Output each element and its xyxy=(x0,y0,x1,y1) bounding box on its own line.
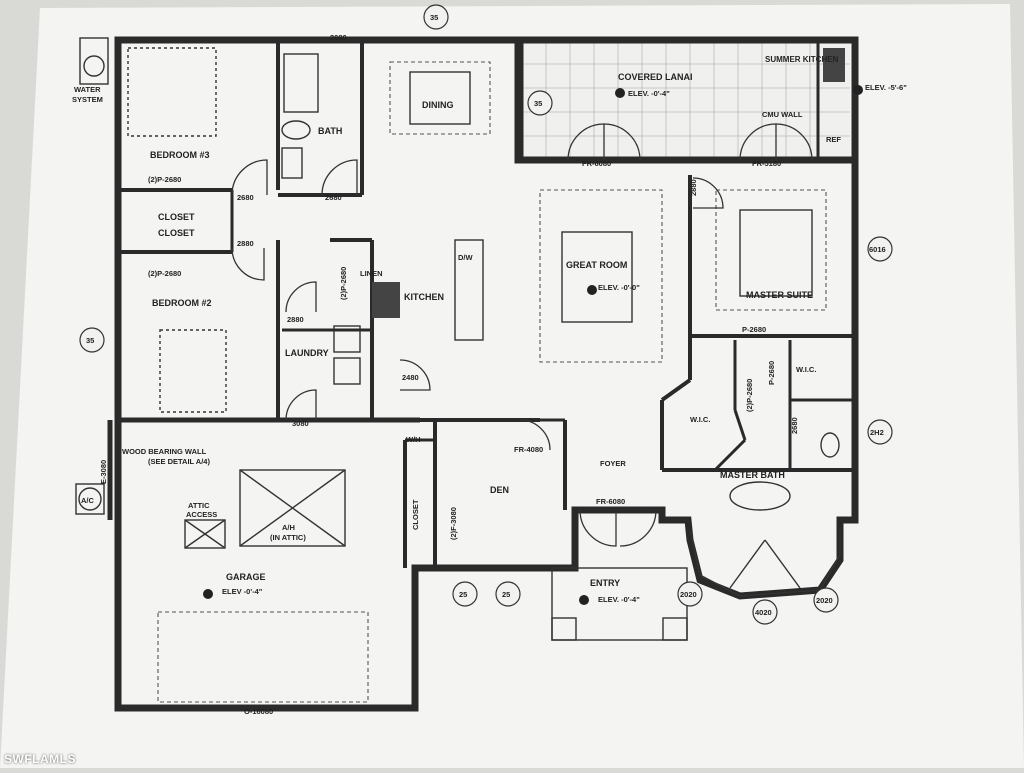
wic-left-label: W.I.C. xyxy=(690,415,710,424)
wic-right-label: W.I.C. xyxy=(796,365,816,374)
marker-4020: 4020 xyxy=(755,608,772,617)
foyer-label: FOYER xyxy=(600,459,626,468)
door-swings xyxy=(231,123,813,547)
bedroom3-label: BEDROOM #3 xyxy=(150,150,210,160)
ac-unit xyxy=(75,483,105,515)
garage-elevation: ELEV -0'-4" xyxy=(222,587,263,596)
garage-label: GARAGE xyxy=(226,572,266,582)
summer-kitchen-elevation: ELEV. -5'-6" xyxy=(865,83,907,92)
entry-elevation: ELEV. -0'-4" xyxy=(598,595,640,604)
elevation-symbols xyxy=(203,85,863,605)
bath-label: BATH xyxy=(318,126,342,136)
marker-left: 35 xyxy=(86,336,94,345)
door-bath: 2680 xyxy=(325,193,342,202)
den-closet-label: CLOSET xyxy=(411,499,420,530)
air-handler-attic-label: (IN ATTIC) xyxy=(270,533,306,542)
door-e3080: E-3080 xyxy=(99,460,108,484)
marker-35: 35 xyxy=(534,99,542,108)
marker-top: 35 xyxy=(430,13,438,22)
marker-25b: 25 xyxy=(502,590,510,599)
attic-access-label: ACCESS xyxy=(186,510,217,519)
door-bedroom3: 2680 xyxy=(237,193,254,202)
water-system-label-2: SYSTEM xyxy=(72,95,103,104)
door-lanai-fr5180: FR-5180 xyxy=(752,159,781,168)
closet-bottom-label: CLOSET xyxy=(158,228,195,238)
cmu-wall-label: CMU WALL xyxy=(762,110,803,119)
door-fr6080: FR-6080 xyxy=(596,497,625,506)
marker-2020b: 2020 xyxy=(816,596,833,605)
door-mbath: 2680 xyxy=(790,417,799,434)
ref-label: REF xyxy=(826,135,841,144)
ac-label: A/C xyxy=(81,496,95,505)
door-closet-p1: (2)P-2680 xyxy=(148,175,181,184)
master-bath-bay xyxy=(689,529,841,597)
dining-label: DINING xyxy=(422,100,454,110)
water-system-label: WATER xyxy=(74,85,101,94)
door-top-label: 2080 xyxy=(330,33,347,42)
door-lanai-fr6080: FR-6080 xyxy=(582,159,611,168)
door-bedroom2: 2880 xyxy=(237,239,254,248)
den-label: DEN xyxy=(490,485,509,495)
laundry-label: LAUNDRY xyxy=(285,348,329,358)
door-linen: (2)P-2680 xyxy=(339,267,348,300)
paper-sheet xyxy=(0,4,1024,768)
exterior-wall xyxy=(114,36,859,712)
great-room-label: GREAT ROOM xyxy=(566,260,627,270)
door-garage: O-16080 xyxy=(244,707,273,716)
great-room-elevation: ELEV. -0'-0" xyxy=(598,283,640,292)
door-wic2: P-2680 xyxy=(767,361,776,385)
door-2480: 2480 xyxy=(402,373,419,382)
lanai-elevation: ELEV. -0'-4" xyxy=(628,89,670,98)
marker-6016: 6016 xyxy=(869,245,886,254)
entry-label: ENTRY xyxy=(590,578,620,588)
water-heater-label: W/H xyxy=(406,435,421,444)
window-markers: 35 35 6016 35 2H2 25 25 2020 4020 2020 xyxy=(79,4,893,625)
bearing-wall-detail: (SEE DETAIL A/4) xyxy=(148,457,210,466)
air-handler-label: A/H xyxy=(282,523,295,532)
door-3080: 3080 xyxy=(292,419,309,428)
covered-lanai-label: COVERED LANAI xyxy=(618,72,693,82)
closet-top-label: CLOSET xyxy=(158,212,195,222)
door-den-closet: (2)F-3080 xyxy=(449,507,458,540)
marker-25a: 25 xyxy=(459,590,467,599)
door-p2680: P-2680 xyxy=(742,325,766,334)
master-bath-label: MASTER BATH xyxy=(720,470,785,480)
bearing-wall-label: WOOD BEARING WALL xyxy=(122,447,207,456)
water-system-unit xyxy=(79,37,109,85)
door-master: 2880 xyxy=(689,179,698,196)
summer-kitchen-label: SUMMER KITCHEN xyxy=(765,55,839,64)
attic-label: ATTIC xyxy=(188,501,210,510)
lanai-tile-grid xyxy=(522,40,850,158)
kitchen-label: KITCHEN xyxy=(404,292,444,302)
bedroom2-label: BEDROOM #2 xyxy=(152,298,212,308)
door-laundry: 2880 xyxy=(287,315,304,324)
linen-label: LINEN xyxy=(360,269,383,278)
lanai-wall xyxy=(518,36,859,160)
dishwasher-label: D/W xyxy=(458,253,474,262)
door-wic1: (2)P-2680 xyxy=(745,379,754,412)
mls-watermark: SWFLAMLS xyxy=(4,752,76,766)
door-fr4080: FR-4080 xyxy=(514,445,543,454)
furniture xyxy=(127,47,845,703)
master-suite-label: MASTER SUITE xyxy=(746,290,813,300)
marker-2020a: 2020 xyxy=(680,590,697,599)
marker-2h2: 2H2 xyxy=(870,428,884,437)
interior-walls xyxy=(107,40,855,568)
door-closet-p2: (2)P-2680 xyxy=(148,269,181,278)
